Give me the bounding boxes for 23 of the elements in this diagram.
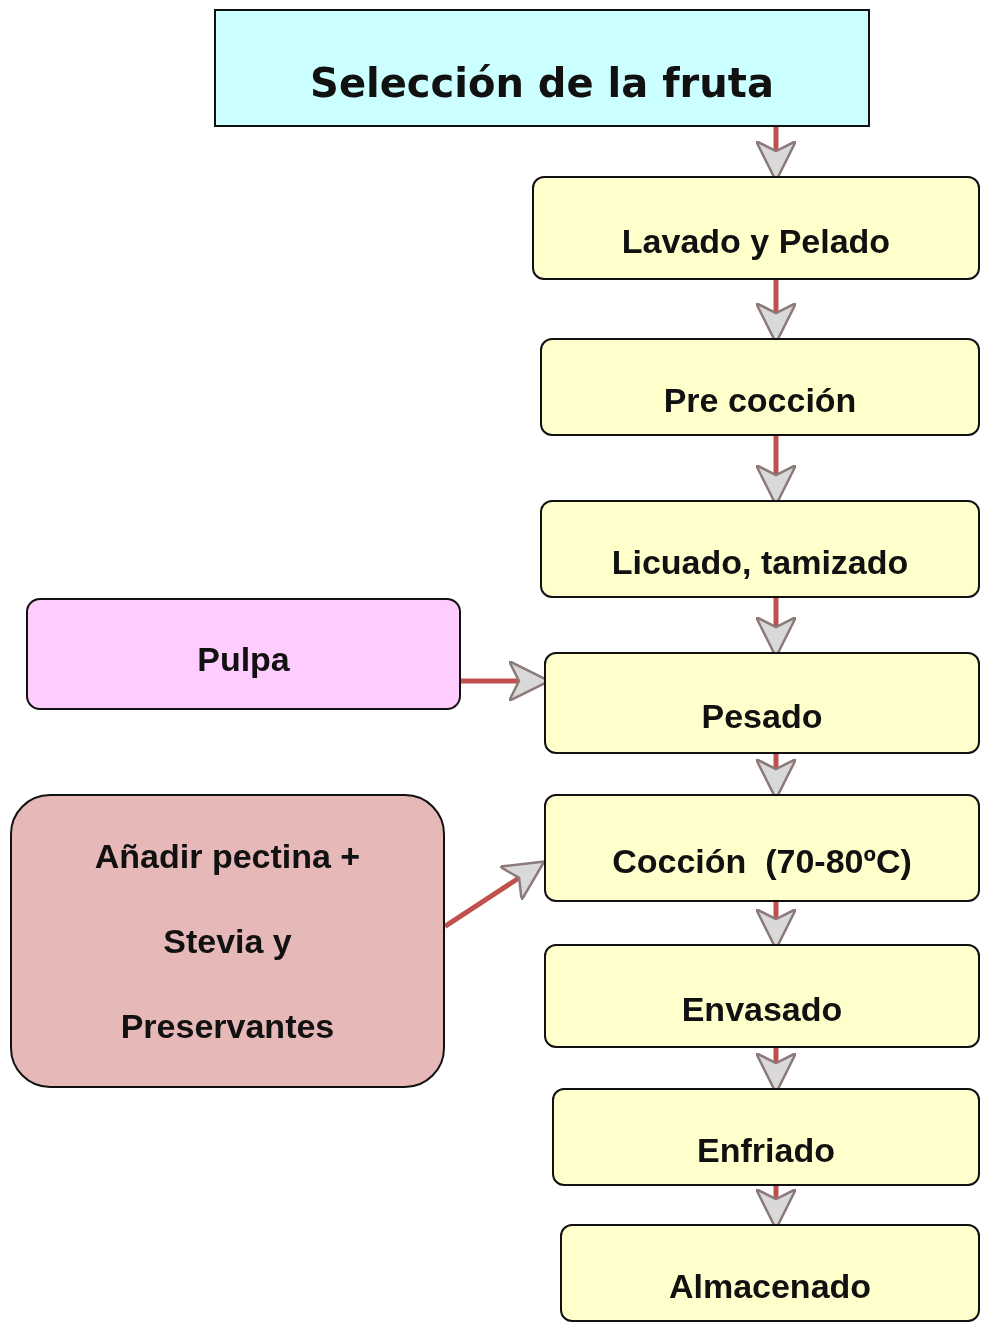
input-box xyxy=(26,598,461,710)
process-box xyxy=(540,500,980,598)
box-label: Lavado y Pelado xyxy=(621,220,891,262)
process-box xyxy=(544,794,980,902)
arrow xyxy=(443,860,546,929)
box-label: Almacenado xyxy=(668,1265,872,1307)
box-label: Pesado xyxy=(701,695,823,737)
box-label: Enfriado xyxy=(697,1129,835,1171)
process-box xyxy=(560,1224,980,1322)
box-label: Pre cocción xyxy=(663,379,857,421)
box-label: Licuado, tamizado xyxy=(611,541,909,583)
box-label: Envasado xyxy=(681,988,843,1030)
process-box xyxy=(544,652,980,754)
process-box xyxy=(552,1088,980,1186)
process-box xyxy=(540,338,980,436)
box-label: Añadir pectina + Stevia y Preservantes xyxy=(93,835,362,1047)
process-box xyxy=(544,944,980,1048)
process-box xyxy=(532,176,980,280)
box-label: Pulpa xyxy=(197,638,290,680)
title-box xyxy=(214,9,870,127)
box-label: Cocción (70-80ºC) xyxy=(612,840,912,882)
ingredient-box xyxy=(10,794,445,1088)
box-label: Selección de la fruta xyxy=(310,59,774,107)
